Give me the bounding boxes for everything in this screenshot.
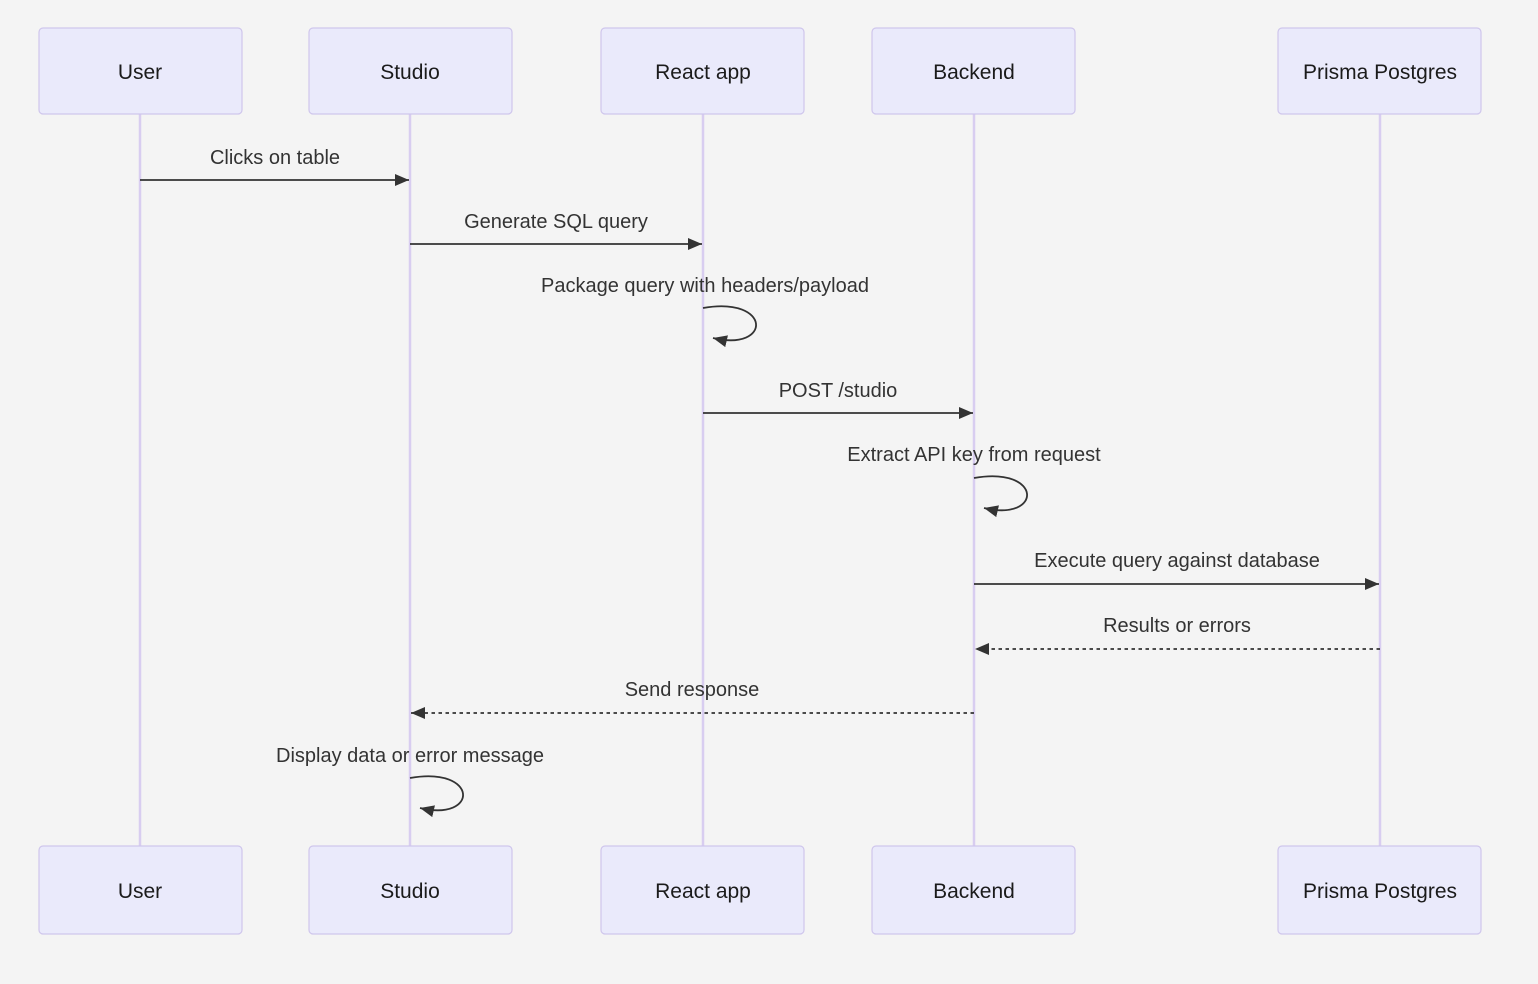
message-label: Extract API key from request [847, 444, 1101, 466]
actor-top-prisma-postgres: Prisma Postgres [1277, 27, 1482, 115]
actor-label: Studio [380, 61, 440, 84]
self-loop-arrow [973, 475, 1028, 518]
actor-label: Backend [933, 880, 1015, 903]
actor-label: React app [655, 61, 751, 84]
message-label: Generate SQL query [464, 211, 648, 233]
self-loop-arrow [409, 775, 464, 818]
message-generate-sql-query: Generate SQL query [410, 211, 702, 250]
message-package-query-self-loop: Package query with headers/payload [541, 275, 869, 348]
actor-top-react-app: React app [600, 27, 805, 115]
message-send-response: Send response [411, 679, 974, 719]
actor-box [871, 27, 1076, 115]
actor-bottom-react-app: React app [600, 845, 805, 935]
actor-top-user: User [38, 27, 243, 115]
message-display-data-self-loop: Display data or error message [276, 745, 544, 818]
message-label: Send response [625, 679, 760, 701]
actor-label: User [118, 61, 162, 84]
actor-bottom-backend: Backend [871, 845, 1076, 935]
message-results-or-errors: Results or errors [975, 615, 1380, 655]
message-label: POST /studio [779, 380, 898, 402]
message-label: Clicks on table [210, 147, 340, 169]
actor-box [600, 27, 805, 115]
message-extract-api-key-self-loop: Extract API key from request [847, 444, 1101, 518]
message-execute-query: Execute query against database [974, 550, 1379, 590]
actor-bottom-user: User [38, 845, 243, 935]
actor-top-backend: Backend [871, 27, 1076, 115]
message-label: Execute query against database [1034, 550, 1320, 572]
actor-label: React app [655, 880, 751, 903]
message-label: Package query with headers/payload [541, 275, 869, 297]
actor-box [308, 27, 513, 115]
actor-label: User [118, 880, 162, 903]
actor-box [38, 845, 243, 935]
actor-box [871, 845, 1076, 935]
actor-label: Prisma Postgres [1303, 61, 1457, 84]
actor-label: Prisma Postgres [1303, 880, 1457, 903]
actor-box [1277, 27, 1482, 115]
actor-box [1277, 845, 1482, 935]
actor-label: Studio [380, 880, 440, 903]
self-loop-arrow [702, 305, 757, 348]
message-clicks-on-table: Clicks on table [140, 147, 409, 186]
message-label: Results or errors [1103, 615, 1251, 637]
message-post-studio: POST /studio [703, 380, 973, 419]
actor-box [38, 27, 243, 115]
message-label: Display data or error message [276, 745, 544, 767]
actor-top-studio: Studio [308, 27, 513, 115]
actor-bottom-prisma-postgres: Prisma Postgres [1277, 845, 1482, 935]
actor-box [600, 845, 805, 935]
lifelines [138, 113, 1382, 846]
actor-bottom-studio: Studio [308, 845, 513, 935]
actor-box [308, 845, 513, 935]
actor-label: Backend [933, 61, 1015, 84]
